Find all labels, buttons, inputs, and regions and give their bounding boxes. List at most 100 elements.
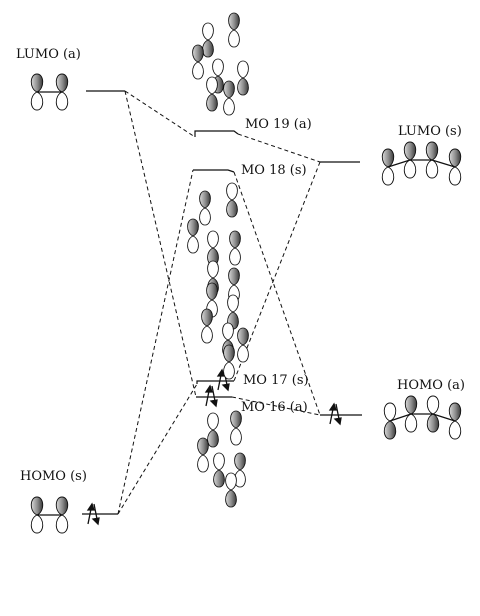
orbital-lobe — [237, 344, 249, 363]
p-orbital — [207, 230, 219, 266]
orbital-lobe — [229, 230, 241, 249]
orbital-lobe — [30, 91, 44, 111]
p-orbital — [237, 327, 249, 363]
orbital-lobe — [426, 395, 440, 415]
label-lumo-s-right: LUMO (s) — [398, 124, 462, 139]
orbital-lobe — [207, 230, 219, 249]
orbital-lobe — [223, 97, 235, 116]
orbital-lobe — [206, 282, 218, 301]
p-orbital — [225, 472, 237, 508]
electron-spin-arrow-icon — [86, 502, 100, 526]
electron-spin-arrow-icon — [328, 402, 342, 426]
orbital-lobe — [404, 395, 418, 415]
orbital-lobe — [199, 207, 211, 226]
orbital-lobe — [207, 260, 219, 279]
orbital-lobe — [234, 452, 246, 471]
corr-lumo-s-to-mo19 — [237, 133, 321, 163]
orbital-lobe — [55, 73, 69, 93]
orbital-lobe — [381, 166, 395, 186]
orbital-lobe — [230, 410, 242, 429]
orbital-lobe — [229, 247, 241, 266]
orbital-lobe — [223, 361, 235, 380]
orbital-lobe — [448, 148, 462, 168]
orbital-lobe — [206, 76, 218, 95]
corr-homo-s-to-mo18 — [117, 169, 194, 515]
orbital-lobe — [448, 402, 462, 422]
label-mo19: MO 19 (a) — [245, 117, 312, 132]
corr-homo-s-to-mo17 — [117, 383, 198, 515]
corr-lumo-a-to-mo16 — [124, 90, 197, 398]
orbital-lobe — [207, 412, 219, 431]
orbital-lobe — [403, 141, 417, 161]
orbital-lobe — [192, 61, 204, 80]
label-homo-s-left: HOMO (s) — [20, 469, 87, 484]
orbital-lobe — [225, 489, 237, 508]
level-mo18 — [193, 169, 235, 173]
orbital-lobe — [207, 429, 219, 448]
orbital-lobe — [383, 402, 397, 422]
p-orbital — [223, 344, 235, 380]
sigma-bond-line — [387, 159, 411, 168]
orbital-lobe — [404, 413, 418, 433]
orbital-lobe — [213, 452, 225, 471]
level-mo19 — [194, 130, 239, 137]
orbital-lobe — [187, 218, 199, 237]
orbital-lobe — [226, 182, 238, 201]
p-orbital — [228, 12, 240, 48]
orbital-lobe — [187, 235, 199, 254]
orbital-lobe — [228, 29, 240, 48]
sigma-bond-line — [431, 159, 456, 168]
orbital-lobe — [222, 322, 234, 341]
energy-levels — [82, 90, 362, 515]
orbital-lobe — [425, 159, 439, 179]
label-mo17: MO 17 (s) — [243, 373, 309, 388]
orbital-lobe — [202, 39, 214, 58]
p-orbital — [192, 44, 204, 80]
orbital-lobe — [226, 199, 238, 218]
p-orbital — [202, 22, 214, 58]
corr-lumo-s-to-mo17 — [233, 161, 321, 382]
sigma-bond-line — [432, 413, 456, 422]
corr-homo-a-to-mo18 — [233, 171, 321, 416]
orbital-lobe — [192, 44, 204, 63]
sigma-bond-line — [389, 413, 412, 422]
p-orbital — [237, 60, 249, 96]
orbital-lobe — [227, 294, 239, 313]
p-orbital — [201, 308, 213, 344]
orbital-lobe — [237, 327, 249, 346]
orbital-lobe — [30, 496, 44, 516]
orbital-lobe — [237, 77, 249, 96]
label-mo18: MO 18 (s) — [241, 163, 307, 178]
orbital-lobe — [448, 166, 462, 186]
p-orbital — [226, 182, 238, 218]
orbital-lobe — [381, 148, 395, 168]
orbital-lobe — [237, 60, 249, 79]
p-orbital — [230, 410, 242, 446]
p-orbital — [187, 218, 199, 254]
orbital-lobe — [201, 308, 213, 327]
orbital-lobe — [223, 344, 235, 363]
orbital-lobe — [403, 159, 417, 179]
orbital-lobe — [230, 427, 242, 446]
orbital-lobe — [197, 437, 209, 456]
orbital-lobe — [55, 496, 69, 516]
orbital-lobe — [30, 514, 44, 534]
orbital-lobe — [55, 514, 69, 534]
orbital-lobe — [30, 73, 44, 93]
orbital-lobe — [223, 80, 235, 99]
electron-spin-arrow-icon — [204, 384, 218, 408]
level-mo17 — [196, 380, 234, 384]
p-orbital — [223, 80, 235, 116]
orbital-drawings — [30, 12, 462, 534]
orbital-lobe — [383, 420, 397, 440]
orbital-lobe — [228, 12, 240, 31]
label-lumo-a-left: LUMO (a) — [16, 47, 81, 62]
electron-pairs — [86, 368, 342, 526]
p-orbital — [206, 76, 218, 112]
corr-lumo-a-to-mo19 — [124, 90, 196, 138]
orbital-lobe — [197, 454, 209, 473]
label-homo-a-right: HOMO (a) — [397, 378, 465, 393]
correlation-lines — [117, 90, 321, 515]
orbital-lobe — [213, 469, 225, 488]
orbital-lobe — [426, 413, 440, 433]
